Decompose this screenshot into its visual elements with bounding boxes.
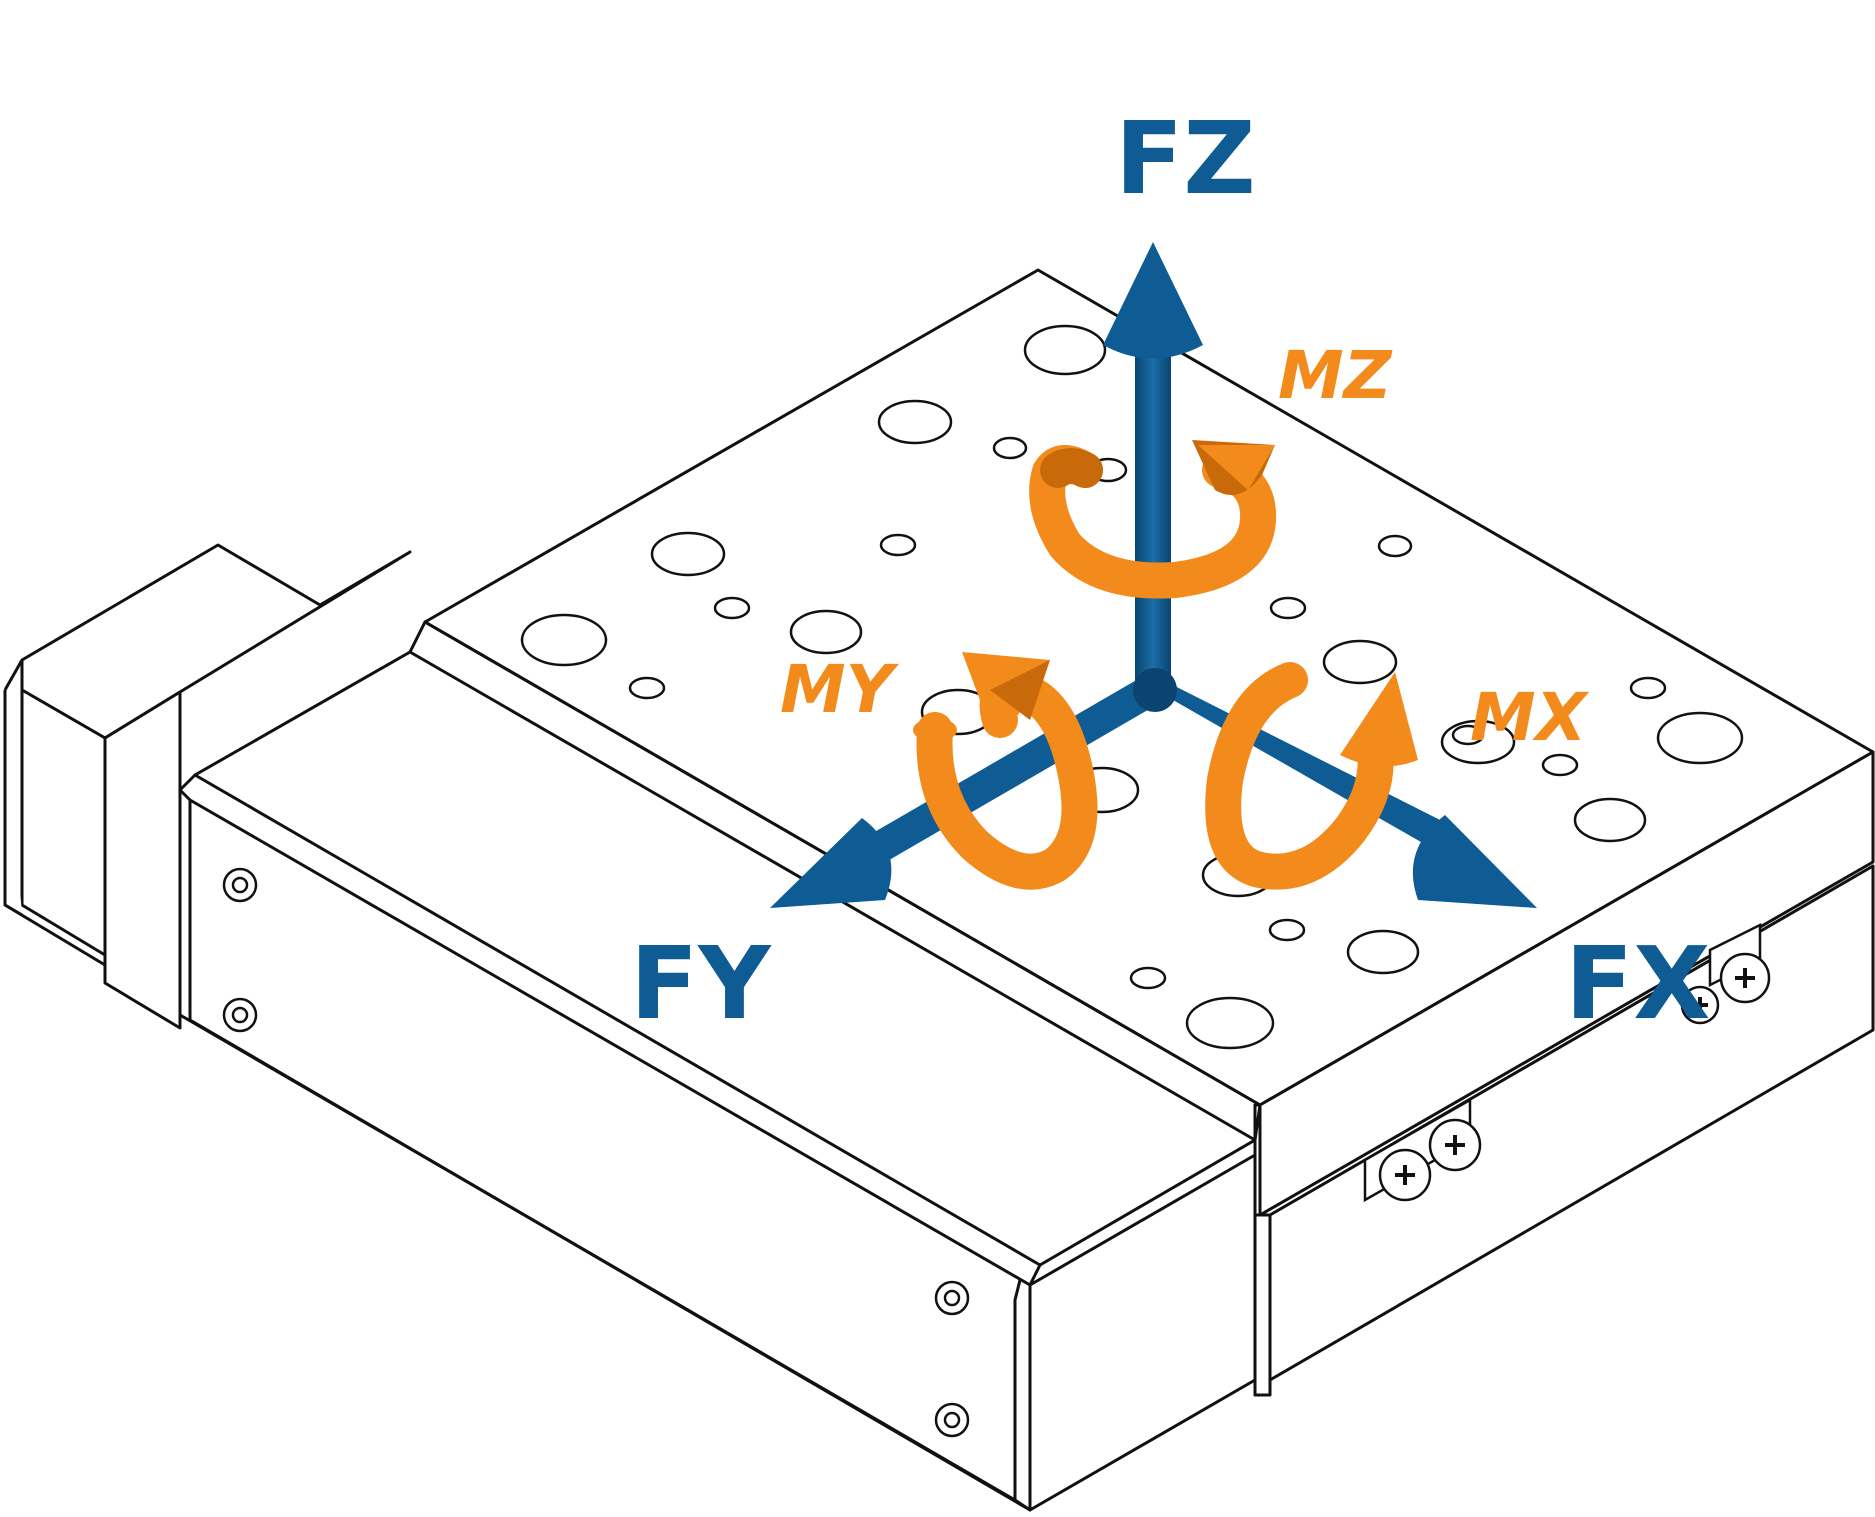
phillips-screw xyxy=(1378,1148,1432,1202)
mx-arrow-head xyxy=(1340,672,1418,767)
fy-arrow-head xyxy=(770,818,892,908)
phillips-screw xyxy=(1428,1118,1482,1172)
axis-labels: FZ FY FX MZ MY MX xyxy=(630,100,1710,1042)
phillips-screw xyxy=(1680,985,1720,1025)
mx-arrow xyxy=(1205,662,1394,890)
mx-label: MX xyxy=(1470,679,1590,756)
fz-label: FZ xyxy=(1115,100,1256,217)
cover-screws xyxy=(222,867,970,1438)
fz-arrow-head xyxy=(1103,242,1203,359)
screw xyxy=(934,1402,970,1438)
my-label: MY xyxy=(780,651,900,728)
mz-arrow-start xyxy=(1040,448,1103,488)
screw xyxy=(222,997,258,1033)
screw xyxy=(934,1280,970,1316)
phillips-screw xyxy=(1719,952,1771,1004)
mz-label: MZ xyxy=(1278,337,1393,414)
fz-arrow-shaft xyxy=(1135,355,1171,690)
fy-label: FY xyxy=(630,925,772,1042)
fx-label: FX xyxy=(1565,925,1710,1042)
screw xyxy=(222,867,258,903)
moment-arrows xyxy=(913,440,1418,890)
fx-arrow-head xyxy=(1412,815,1537,908)
limit-switch-screws xyxy=(1363,922,1771,1203)
fy-arrow-shaft xyxy=(840,675,1165,877)
stage-body xyxy=(3,268,1875,1512)
